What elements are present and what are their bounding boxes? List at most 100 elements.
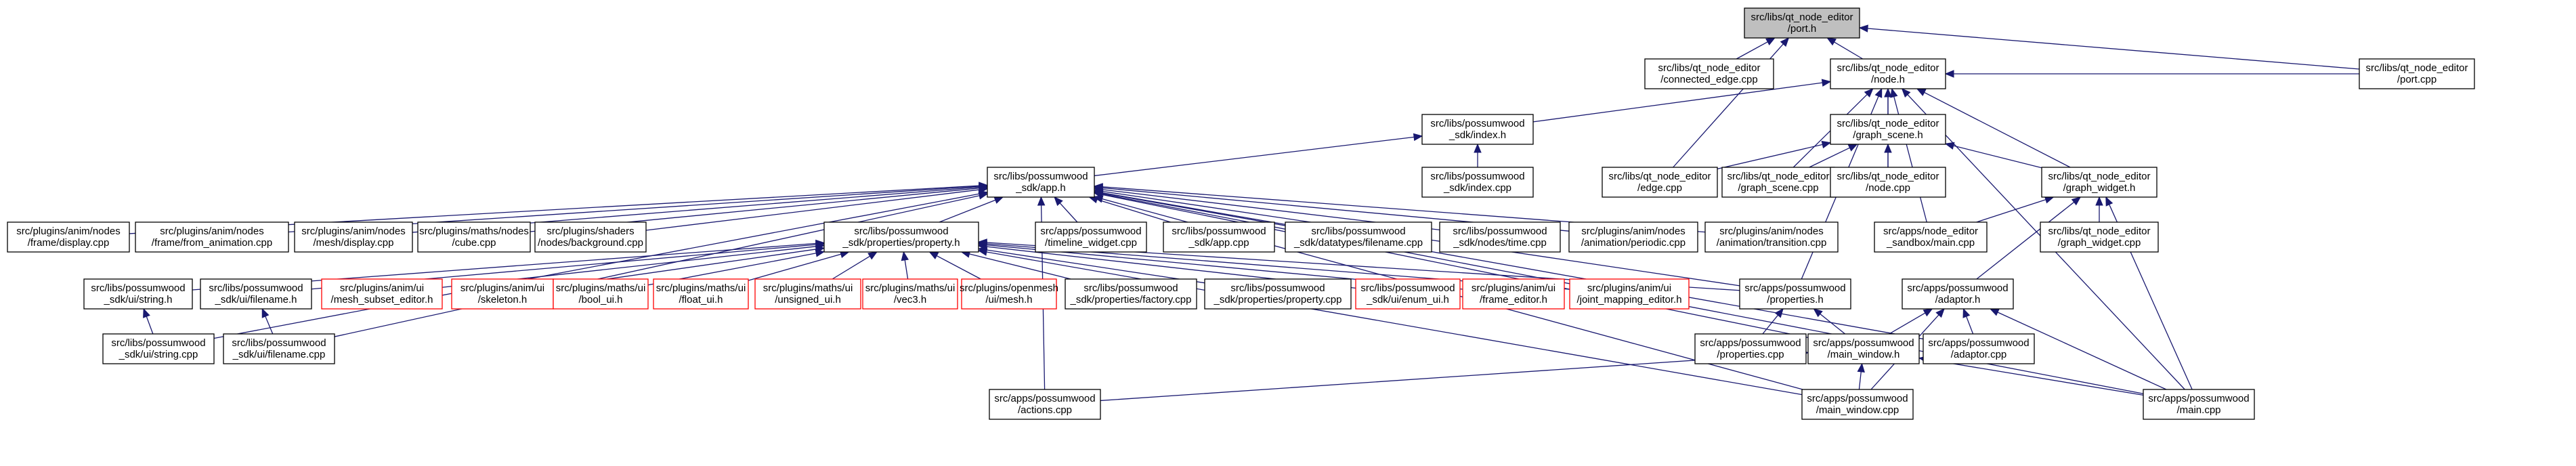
node-label-file: /joint_mapping_editor.h [1576, 294, 1681, 305]
node-enum-ui-h[interactable]: src/libs/possumwood_sdk/ui/enum_ui.h [1355, 278, 1461, 310]
node-layer: src/libs/qt_node_editor/port.h src/libs/q… [7, 7, 2475, 420]
edge-port_h-port_cpp [1858, 24, 2360, 70]
node-adaptor-cpp[interactable]: src/apps/possumwood/adaptor.cpp [1923, 333, 2035, 364]
node-label-file: /graph_scene.h [1853, 129, 1923, 141]
arrowhead-icon [2071, 196, 2082, 206]
node-index-h[interactable]: src/libs/possumwood_sdk/index.h [1421, 114, 1534, 145]
node-box [1807, 333, 1920, 364]
node-cube-cpp[interactable]: src/plugins/maths/nodes/cube.cpp [417, 221, 531, 253]
edge-index_h-app_h [1094, 133, 1423, 177]
node-adaptor-h[interactable]: src/apps/possumwood/adaptor.h [1902, 278, 2014, 310]
edge-line [1927, 358, 2144, 396]
edge-port_h-edge_cpp [1673, 37, 1790, 168]
node-main-window-h[interactable]: src/apps/possumwood/main_window.h [1807, 333, 1920, 364]
edge-line [939, 199, 996, 223]
node-box [1035, 221, 1147, 253]
node-connected-edge-cpp[interactable]: src/libs/qt_node_editor/connected_edge.c… [1644, 58, 1774, 89]
node-label-path: src/libs/qt_node_editor [1837, 118, 1939, 129]
node-box [1874, 221, 1988, 253]
node-ui-string-h[interactable]: src/libs/possumwood_sdk/ui/string.h [83, 278, 193, 310]
node-box [553, 278, 649, 310]
node-graph-scene-h[interactable]: src/libs/qt_node_editor/graph_scene.h [1830, 114, 1946, 145]
node-label-path: src/apps/possumwood [1744, 282, 1845, 294]
node-time-cpp[interactable]: src/libs/possumwood_sdk/nodes/time.cpp [1439, 221, 1561, 253]
node-float-ui-h[interactable]: src/plugins/maths/ui/float_ui.h [653, 278, 749, 310]
node-box [1744, 7, 1860, 39]
node-main-cpp[interactable]: src/apps/possumwood/main.cpp [2143, 389, 2255, 420]
edge-property_h-main_window_cpp [977, 248, 1803, 396]
node-node-h[interactable]: src/libs/qt_node_editor/node.h [1830, 58, 1946, 89]
node-port-h[interactable]: src/libs/qt_node_editor/port.h [1744, 7, 1860, 39]
node-box [862, 278, 958, 310]
node-mesh-display-cpp[interactable]: src/plugins/anim/nodes/mesh/display.cpp [294, 221, 413, 253]
node-background-cpp[interactable]: src/plugins/shaders/nodes/background.cpp [534, 221, 647, 253]
node-box [1902, 278, 2014, 310]
node-label-path: src/apps/possumwood [1813, 337, 1914, 349]
node-bool-ui-h[interactable]: src/plugins/maths/ui/bool_ui.h [553, 278, 649, 310]
edge-line [1966, 316, 1974, 335]
node-ui-filename-cpp[interactable]: src/libs/possumwood_sdk/ui/filename.cpp [223, 333, 335, 364]
node-box [987, 167, 1095, 198]
arrowhead-icon [1935, 308, 1945, 318]
node-box [989, 389, 1101, 420]
node-label-file: /bool_ui.h [578, 294, 622, 305]
node-properties-h[interactable]: src/apps/possumwood/properties.h [1739, 278, 1851, 310]
node-openmesh-mesh-h[interactable]: src/plugins/openmesh/ui/mesh.h [960, 278, 1058, 310]
node-label-path: src/libs/possumwood [1083, 282, 1178, 294]
edge-graph_widget_h-sandbox_main_cpp [1976, 196, 2055, 223]
node-graph-widget-cpp[interactable]: src/libs/qt_node_editor/graph_widget.cpp [2040, 221, 2159, 253]
node-node-cpp[interactable]: src/libs/qt_node_editor/node.cpp [1830, 167, 1946, 198]
node-filename-dt-cpp[interactable]: src/libs/possumwood_sdk/datatypes/filena… [1285, 221, 1432, 253]
edge-line [748, 253, 842, 281]
node-graph-scene-cpp[interactable]: src/libs/qt_node_editor/graph_scene.cpp [1721, 167, 1835, 198]
node-label-file: _sdk/ui/enum_ui.h [1366, 294, 1449, 305]
node-port-cpp[interactable]: src/libs/qt_node_editor/port.cpp [2359, 58, 2475, 89]
node-label-path: src/libs/possumwood [1360, 282, 1455, 294]
node-app-h[interactable]: src/libs/possumwood_sdk/app.h [987, 167, 1095, 198]
arrowhead-icon [2095, 196, 2103, 206]
node-box [1739, 278, 1851, 310]
node-unsigned-ui-h[interactable]: src/plugins/maths/ui/unsigned_ui.h [754, 278, 861, 310]
arrowhead-icon [1821, 79, 1832, 87]
node-main-window-cpp[interactable]: src/apps/possumwood/main_window.cpp [1801, 389, 1914, 420]
node-frame-from-anim-cpp[interactable]: src/plugins/anim/nodes/frame/from_animat… [135, 221, 289, 253]
node-index-cpp[interactable]: src/libs/possumwood_sdk/index.cpp [1421, 167, 1534, 198]
node-actions-cpp[interactable]: src/apps/possumwood/actions.cpp [989, 389, 1101, 420]
node-frame-display-cpp[interactable]: src/plugins/anim/nodes/frame/display.cpp [7, 221, 130, 253]
node-label-path: src/plugins/anim/nodes [160, 226, 263, 237]
node-sandbox-main-cpp[interactable]: src/apps/node_editor_sandbox/main.cpp [1874, 221, 1988, 253]
node-transition-cpp[interactable]: src/plugins/anim/nodes/animation/transit… [1704, 221, 1839, 253]
node-skeleton-h[interactable]: src/plugins/anim/ui/skeleton.h [451, 278, 554, 310]
node-property-cpp[interactable]: src/libs/possumwood_sdk/properties/prope… [1204, 278, 1352, 310]
node-vec3-h[interactable]: src/plugins/maths/ui/vec3.h [862, 278, 958, 310]
node-label-path: src/plugins/maths/ui [763, 282, 853, 294]
node-ui-filename-h[interactable]: src/libs/possumwood_sdk/ui/filename.h [200, 278, 312, 310]
node-periodic-cpp[interactable]: src/plugins/anim/nodes/animation/periodi… [1568, 221, 1698, 253]
node-joint-mapping-editor-h[interactable]: src/plugins/anim/ui/joint_mapping_editor… [1569, 278, 1690, 310]
node-mesh-subset-editor-h[interactable]: src/plugins/anim/ui/mesh_subset_editor.h [321, 278, 443, 310]
arrowhead-icon [815, 249, 825, 257]
node-label-file: /mesh/display.cpp [314, 237, 394, 249]
arrowhead-icon [1989, 308, 2000, 316]
node-factory-cpp[interactable]: src/libs/possumwood_sdk/properties/facto… [1065, 278, 1197, 310]
edge-line [1096, 198, 1171, 223]
node-properties-cpp[interactable]: src/apps/possumwood/properties.cpp [1694, 333, 1807, 364]
node-label-file: _sdk/nodes/time.cpp [1453, 237, 1547, 249]
node-box [417, 221, 531, 253]
edge-line [1100, 352, 1801, 402]
node-label-file: /frame/from_animation.cpp [152, 237, 272, 249]
edge-line [1858, 371, 1862, 390]
node-label-file: /adaptor.cpp [1951, 349, 2007, 360]
node-app-cpp[interactable]: src/libs/possumwood_sdk/app.cpp [1163, 221, 1275, 253]
node-edge-cpp[interactable]: src/libs/qt_node_editor/edge.cpp [1602, 167, 1718, 198]
edge-ui_filename_h-ui_filename_cpp [261, 308, 274, 335]
node-ui-string-cpp[interactable]: src/libs/possumwood_sdk/ui/string.cpp [102, 333, 215, 364]
node-property-h[interactable]: src/libs/possumwood_sdk/properties/prope… [823, 221, 979, 253]
node-graph-widget-h[interactable]: src/libs/qt_node_editor/graph_widget.h [2041, 167, 2158, 198]
node-label-path: src/plugins/anim/ui [1587, 282, 1671, 294]
node-timeline-widget-cpp[interactable]: src/apps/possumwood/timeline_widget.cpp [1035, 221, 1147, 253]
arrowhead-icon [1890, 87, 1898, 98]
node-frame-editor-h[interactable]: src/plugins/anim/ui/frame_editor.h [1462, 278, 1565, 310]
arrowhead-icon [1962, 308, 1971, 318]
edge-properties_h-main_window_h [1813, 308, 1845, 335]
